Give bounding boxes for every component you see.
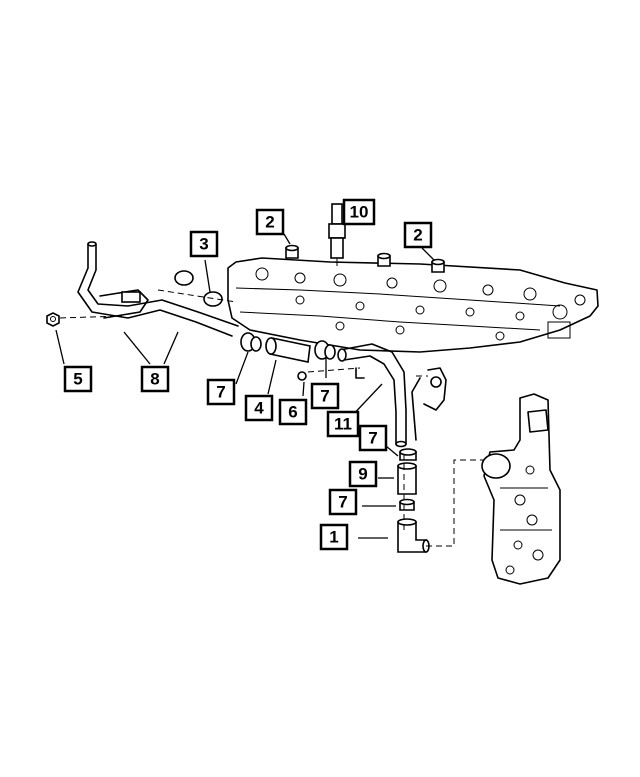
plug-parts — [285, 244, 445, 273]
callout-7d: 7 — [328, 488, 358, 516]
callout-4: 4 — [244, 394, 274, 422]
callout-2a-label: 2 — [265, 213, 274, 232]
callout-5-label: 5 — [73, 370, 82, 389]
callout-5: 5 — [63, 365, 93, 393]
callout-8-label: 8 — [150, 370, 159, 389]
callout-8: 8 — [140, 365, 170, 393]
callout-7d-label: 7 — [338, 493, 347, 512]
callout-9-label: 9 — [358, 465, 367, 484]
callout-3-label: 3 — [199, 235, 208, 254]
callout-6: 6 — [278, 398, 308, 426]
sensor-fitting — [328, 203, 346, 266]
callout-4-label: 4 — [254, 399, 264, 418]
cup-plugs — [174, 270, 223, 307]
mounting-bracket — [411, 367, 447, 441]
bent-tube — [337, 343, 407, 448]
assembly-lines — [59, 289, 484, 547]
callout-7b-label: 7 — [320, 387, 329, 406]
callout-6-label: 6 — [288, 403, 297, 422]
callout-11-label: 11 — [334, 415, 352, 434]
callout-10: 10 — [342, 198, 376, 226]
callout-9: 9 — [348, 460, 378, 488]
hose-and-clamps — [240, 332, 336, 363]
water-pump-housing — [481, 393, 561, 585]
callout-7c-label: 7 — [368, 429, 377, 448]
cylinder-head — [227, 257, 599, 353]
callout-1: 1 — [319, 523, 349, 551]
callout-11: 11 — [326, 410, 360, 438]
callout-7a: 7 — [206, 378, 236, 406]
nut — [46, 312, 60, 327]
callout-2a: 2 — [255, 208, 285, 236]
callout-10-label: 10 — [350, 203, 369, 222]
callout-3: 3 — [189, 230, 219, 258]
callout-7a-label: 7 — [216, 383, 225, 402]
callout-1-label: 1 — [329, 528, 338, 547]
lower-hose-stack — [397, 448, 430, 553]
callout-2b-label: 2 — [413, 226, 422, 245]
callout-7b: 7 — [310, 382, 340, 410]
leader-lines — [55, 233, 435, 539]
small-nut — [297, 371, 307, 381]
callout-2b: 2 — [403, 221, 433, 249]
callout-7c: 7 — [358, 424, 388, 452]
heater-tube-assembly — [77, 241, 239, 337]
